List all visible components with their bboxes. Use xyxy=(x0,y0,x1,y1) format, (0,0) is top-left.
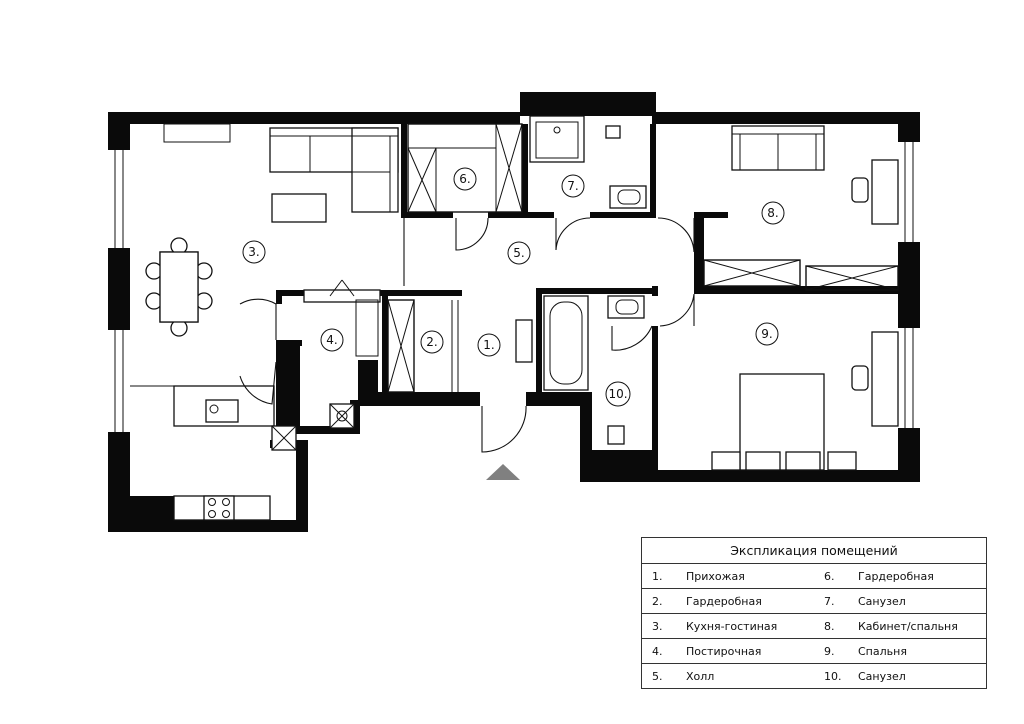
legend-cell: 9. Спальня xyxy=(814,639,986,663)
legend-row: 4. Постирочная 9. Спальня xyxy=(642,639,986,664)
legend-room-name: Санузел xyxy=(858,594,906,608)
legend-room-name: Спальня xyxy=(858,644,907,658)
svg-text:6.: 6. xyxy=(459,172,470,186)
svg-text:7.: 7. xyxy=(567,179,578,193)
legend-cell: 7. Санузел xyxy=(814,589,986,613)
room-labels: 1. 2. 3. 4. 5. 6. 7. 8. 9. 10. xyxy=(242,167,785,407)
room-label-6: 6. xyxy=(453,167,477,191)
legend-number: 4. xyxy=(652,644,663,658)
bathroom-10 xyxy=(543,295,645,445)
wardrobe-6 xyxy=(407,123,523,213)
legend-room-name: Прихожая xyxy=(686,569,745,583)
legend-number: 6. xyxy=(824,569,835,583)
svg-text:1.: 1. xyxy=(483,338,494,352)
legend-number: 2. xyxy=(652,594,663,608)
doors xyxy=(239,217,695,453)
legend-cell: 6. Гардеробная xyxy=(814,564,986,588)
legend-number: 9. xyxy=(824,644,835,658)
legend-room-name: Гардеробная xyxy=(686,594,762,608)
legend-number: 1. xyxy=(652,569,663,583)
room-label-4: 4. xyxy=(320,328,344,352)
legend-room-name: Гардеробная xyxy=(858,569,934,583)
legend-cell: 2. Гардеробная xyxy=(642,589,814,613)
legend-cell: 5. Холл xyxy=(642,664,814,689)
legend-cell: 4. Постирочная xyxy=(642,639,814,663)
living-room-furniture xyxy=(130,127,399,521)
legend-row: 5. Холл 10. Санузел xyxy=(642,664,986,689)
legend-room-name: Холл xyxy=(686,670,715,683)
room-label-5: 5. xyxy=(507,241,531,265)
wardrobe-2 xyxy=(387,299,533,393)
room-label-3: 3. xyxy=(242,240,266,264)
svg-text:9.: 9. xyxy=(761,327,772,341)
legend-number: 10. xyxy=(824,670,842,683)
room-8-furniture xyxy=(703,125,899,291)
legend-room-name: Санузел xyxy=(858,670,906,683)
svg-text:10.: 10. xyxy=(608,387,627,401)
legend-number: 5. xyxy=(652,670,663,683)
room-9-furniture xyxy=(711,331,899,471)
svg-text:3.: 3. xyxy=(248,245,259,259)
legend-room-name: Кабинет/спальня xyxy=(858,619,958,633)
entrance-arrow-icon xyxy=(486,464,520,480)
room-legend: Экспликация помещений 1. Прихожая 6. Гарде… xyxy=(641,537,987,689)
svg-text:4.: 4. xyxy=(326,333,337,347)
room-label-1: 1. xyxy=(477,333,501,357)
room-label-2: 2. xyxy=(420,330,444,354)
legend-number: 8. xyxy=(824,619,835,633)
legend-cell: 1. Прихожая xyxy=(642,564,814,588)
legend-title: Экспликация помещений xyxy=(642,538,986,564)
room-label-7: 7. xyxy=(561,174,585,198)
legend-cell: 3. Кухня-гостиная xyxy=(642,614,814,638)
room-label-9: 9. xyxy=(755,322,779,346)
legend-row: 1. Прихожая 6. Гардеробная xyxy=(642,564,986,589)
legend-room-name: Постирочная xyxy=(686,644,762,658)
room-label-8: 8. xyxy=(761,201,785,225)
bathroom-7 xyxy=(529,115,647,209)
room-label-10: 10. xyxy=(605,381,631,407)
legend-rows: 1. Прихожая 6. Гардеробная 2. Гардеробная 7… xyxy=(642,564,986,689)
legend-number: 3. xyxy=(652,619,663,633)
svg-text:8.: 8. xyxy=(767,206,778,220)
legend-cell: 8. Кабинет/спальня xyxy=(814,614,986,638)
legend-row: 3. Кухня-гостиная 8. Кабинет/спальня xyxy=(642,614,986,639)
legend-room-name: Кухня-гостиная xyxy=(686,619,778,633)
svg-text:2.: 2. xyxy=(426,335,437,349)
legend-row: 2. Гардеробная 7. Санузел xyxy=(642,589,986,614)
legend-number: 7. xyxy=(824,594,835,608)
legend-cell: 10. Санузел xyxy=(814,664,986,689)
svg-text:5.: 5. xyxy=(513,246,524,260)
laundry-4 xyxy=(303,279,381,429)
